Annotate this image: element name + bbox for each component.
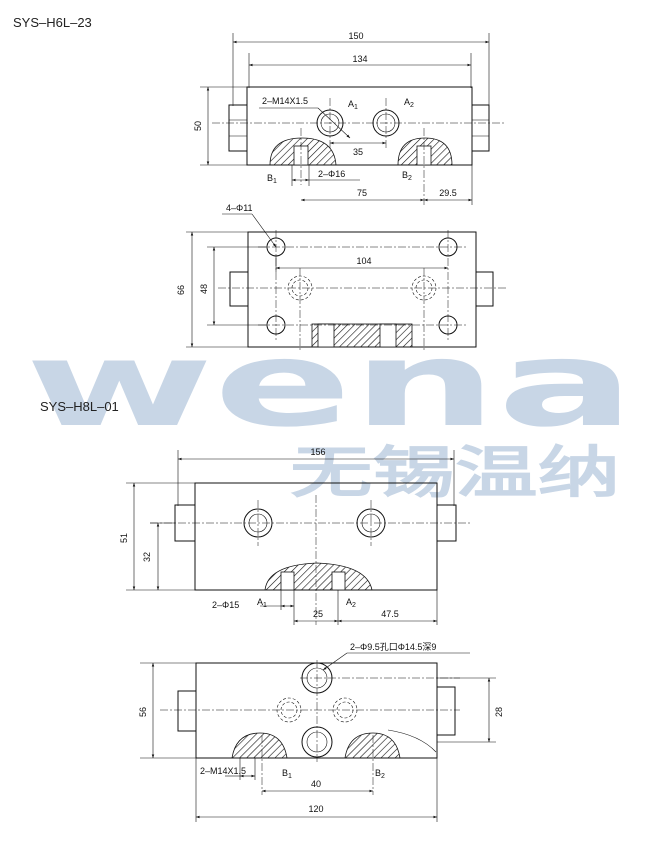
dim-body-width: 66 bbox=[176, 285, 186, 295]
dim-port-height: 32 bbox=[142, 552, 152, 562]
dim-bore-offset: 25 bbox=[313, 609, 323, 619]
drawing-sys-h8l-01: SYS–H8L–01 bbox=[40, 399, 504, 822]
dim-overall-length: 156 bbox=[310, 447, 325, 457]
dim-body-length: 134 bbox=[352, 54, 367, 64]
bottom-view bbox=[140, 652, 496, 822]
port-label-b2: B2 bbox=[402, 170, 412, 182]
thread-callout: 2–M14X1.5 bbox=[200, 766, 246, 776]
dim-body-width: 56 bbox=[138, 707, 148, 717]
dim-body-length: 120 bbox=[308, 804, 323, 814]
bore-callout: 2–Φ16 bbox=[318, 169, 345, 179]
dim-bore-spacing: 75 bbox=[357, 188, 367, 198]
dim-hole-pitch: 48 bbox=[199, 284, 209, 294]
dim-overall-length: 150 bbox=[348, 31, 363, 41]
thread-callout: 2–M14X1.5 bbox=[262, 96, 308, 106]
dim-hole-pitch: 28 bbox=[494, 707, 504, 717]
top-view bbox=[186, 213, 506, 352]
dim-port-spacing: 35 bbox=[353, 147, 363, 157]
port-label-b1: B1 bbox=[267, 173, 277, 185]
drawing-sys-h6l-23: SYS–H6L–23 bbox=[13, 15, 506, 352]
dim-body-height: 50 bbox=[193, 121, 203, 131]
front-view bbox=[200, 33, 506, 205]
port-label-a1: A1 bbox=[348, 99, 358, 111]
holes-callout: 4–Φ11 bbox=[226, 203, 253, 213]
port-label-a2: A2 bbox=[346, 597, 356, 609]
bore-callout: 2–Φ15 bbox=[212, 600, 239, 610]
dim-port-spacing: 40 bbox=[311, 779, 321, 789]
port-label-b2: B2 bbox=[375, 768, 385, 780]
dim-bore-offset: 29.5 bbox=[439, 188, 457, 198]
port-label-a2: A2 bbox=[404, 97, 414, 109]
port-label-b1: B1 bbox=[282, 768, 292, 780]
watermark-company-name: 无锡温纳 bbox=[290, 441, 620, 506]
dim-hole-spacing: 104 bbox=[356, 256, 371, 266]
drawing-title: SYS–H8L–01 bbox=[40, 399, 119, 414]
dim-body-height: 51 bbox=[119, 533, 129, 543]
counterbore-callout: 2–Φ9.5孔口Φ14.5深9 bbox=[350, 642, 436, 652]
port-label-a1: A1 bbox=[257, 597, 267, 609]
drawing-title: SYS–H6L–23 bbox=[13, 15, 92, 30]
dim-end-offset: 47.5 bbox=[381, 609, 399, 619]
front-view bbox=[126, 450, 470, 625]
